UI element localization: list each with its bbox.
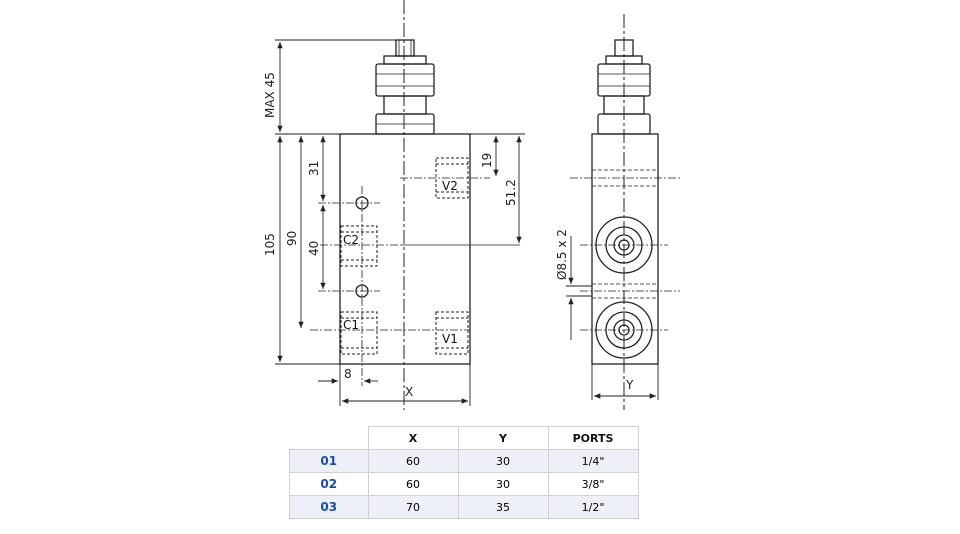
port-label-v1: V1 bbox=[442, 332, 458, 346]
dim-max-height: MAX 45 bbox=[263, 72, 277, 118]
table-header-x: X bbox=[367, 426, 459, 450]
front-view bbox=[310, 0, 520, 410]
dim-total-height: 105 bbox=[263, 233, 277, 256]
table-header-code bbox=[289, 426, 369, 450]
valve-body bbox=[339, 133, 471, 365]
row-y: 30 bbox=[457, 472, 549, 496]
row-y: 35 bbox=[457, 495, 549, 519]
table-header-y: Y bbox=[457, 426, 549, 450]
dim-width-y: Y bbox=[625, 378, 634, 392]
spec-table: X Y PORTS 01 60 30 1/4" 02 60 30 3/8" 03… bbox=[289, 426, 639, 519]
table-row: 01 60 30 1/4" bbox=[289, 449, 639, 473]
port-label-c1: C1 bbox=[343, 318, 359, 332]
table-row: 03 70 35 1/2" bbox=[289, 495, 639, 519]
row-x: 70 bbox=[367, 495, 459, 519]
row-ports: 3/8" bbox=[547, 472, 639, 496]
port-label-v2: V2 bbox=[442, 179, 458, 193]
port-label-c2: C2 bbox=[343, 233, 359, 247]
dim-width-x: X bbox=[405, 385, 413, 399]
adjuster-screw bbox=[375, 39, 435, 135]
side-dimensions bbox=[566, 236, 659, 400]
dim-v2-offset: 19 bbox=[480, 153, 494, 168]
port-v1 bbox=[435, 311, 469, 355]
table-header-row: X Y PORTS bbox=[289, 426, 639, 450]
front-dimensions bbox=[275, 39, 525, 406]
row-x: 60 bbox=[367, 449, 459, 473]
side-view bbox=[570, 14, 680, 410]
row-ports: 1/4" bbox=[547, 449, 639, 473]
dim-port-spacing: 51.2 bbox=[504, 179, 518, 206]
side-body bbox=[591, 133, 659, 365]
dim-hole-spacing: 40 bbox=[307, 241, 321, 256]
side-adjuster bbox=[597, 39, 651, 135]
row-code: 01 bbox=[289, 449, 369, 473]
technical-drawing: MAX 45 105 90 31 40 19 51.2 8 X V2 C2 C1… bbox=[263, 0, 680, 410]
row-ports: 1/2" bbox=[547, 495, 639, 519]
dim-edge-offset: 8 bbox=[344, 367, 352, 381]
table-row: 02 60 30 3/8" bbox=[289, 472, 639, 496]
dim-c2-offset: 31 bbox=[307, 161, 321, 176]
dim-c1-height: 90 bbox=[285, 231, 299, 246]
table-header-ports: PORTS bbox=[547, 426, 639, 450]
port-c2 bbox=[340, 225, 378, 267]
row-code: 02 bbox=[289, 472, 369, 496]
port-c1 bbox=[340, 311, 378, 355]
dim-holes: Ø8.5 x 2 bbox=[555, 229, 569, 280]
row-code: 03 bbox=[289, 495, 369, 519]
row-y: 30 bbox=[457, 449, 549, 473]
row-x: 60 bbox=[367, 472, 459, 496]
